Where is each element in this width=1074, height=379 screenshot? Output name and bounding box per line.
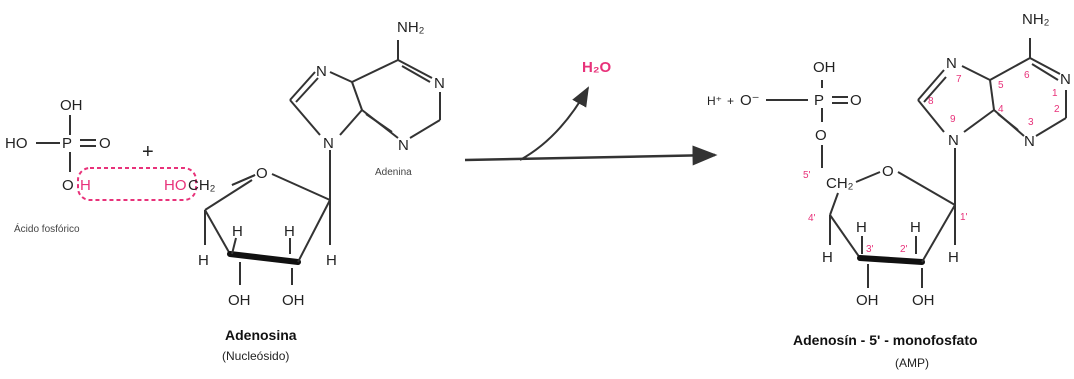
amp-n1: N — [1060, 71, 1071, 88]
adenosine-ch2: CH₂ — [188, 177, 216, 194]
bond-ringo-c1 — [271, 173, 331, 201]
amp-n3: N — [1024, 133, 1035, 150]
amp-oh-c2: OH — [912, 292, 935, 309]
amp-adenine-base: N 9 8 N 7 5 4 6 NH₂ N 1 2 N 3 — [917, 11, 1071, 150]
bond-c3-c2-thick — [227, 251, 301, 265]
adenosine-h-c4: H — [198, 252, 209, 269]
reaction-arrow — [464, 145, 718, 166]
amp-num-2prime: 2' — [900, 244, 908, 255]
adenosine-oh-c3: OH — [228, 292, 251, 309]
plus-sign: + — [142, 141, 154, 163]
adenine-caption: Adenina — [375, 167, 412, 178]
amp-o-right: O — [850, 92, 862, 109]
amp-h-c1: H — [948, 249, 959, 266]
amp-num-4: 4 — [998, 104, 1004, 115]
phosphoric-oh-top: OH — [60, 97, 83, 114]
phosphoric-o-bottom: O — [62, 177, 74, 194]
amp-oh-top: OH — [813, 59, 836, 76]
adenosine-oh-c2: OH — [282, 292, 305, 309]
amp-h-c3: H — [856, 219, 867, 236]
adenine-n1: N — [434, 75, 445, 92]
amp-p: P — [814, 92, 824, 109]
adenosine: HO CH₂ O H H H H OH OH N N — [164, 19, 445, 363]
amp-plus: + — [727, 94, 734, 108]
amp-num-5: 5 — [998, 80, 1004, 91]
amp-h-c4: H — [822, 249, 833, 266]
amp-num-3prime: 3' — [866, 244, 874, 255]
adenosine-h-c3: H — [232, 223, 243, 240]
amp-nh2: NH₂ — [1022, 11, 1050, 28]
amp-subtitle: (AMP) — [895, 356, 929, 370]
amp-o-bottom: O — [815, 127, 827, 144]
amp-title: Adenosín - 5' - monofosfato — [793, 332, 978, 348]
amp-num-9: 9 — [950, 114, 956, 125]
adenine-n7: N — [316, 63, 327, 80]
adenine-base: N N NH₂ N N Adenina — [289, 19, 445, 178]
amp-h-c2: H — [910, 219, 921, 236]
amp-num-1: 1 — [1052, 88, 1058, 99]
phosphoric-o-right: O — [99, 135, 111, 152]
bond-ringo-c4 — [204, 179, 253, 211]
amp-num-7: 7 — [956, 74, 962, 85]
phosphoric-ho-left: HO — [5, 135, 28, 152]
phosphoric-p: P — [62, 135, 72, 152]
amp-n9: N — [948, 132, 959, 149]
amp-hplus: H⁺ — [707, 94, 722, 108]
phosphoric-acid-caption: Ácido fosfórico — [14, 222, 80, 235]
amp-num-1prime: 1' — [960, 212, 968, 223]
water-release-arrow — [519, 86, 589, 161]
reaction-arrow-group: H₂O — [464, 59, 718, 166]
adenosine-subtitle: (Nucleósido) — [222, 349, 289, 363]
adenine-n3: N — [398, 137, 409, 154]
amp-ch2: CH₂ — [826, 175, 854, 192]
bond-c2-c1 — [297, 199, 331, 263]
adenosine-ring-o: O — [256, 165, 268, 182]
amp-num-2: 2 — [1054, 104, 1060, 115]
amp-num-3: 3 — [1028, 117, 1034, 128]
amp-ring-o: O — [882, 163, 894, 180]
water-label: H₂O — [582, 59, 611, 76]
adenosine-h-c1: H — [326, 252, 337, 269]
adenine-n9: N — [323, 135, 334, 152]
adenosine-ho-highlight: HO — [164, 177, 187, 194]
amp: H⁺ + O⁻ P O OH O CH₂ 5' O 4' 3' 2' 1' H … — [707, 11, 1071, 370]
adenine-nh2: NH₂ — [397, 19, 425, 36]
amp-num-4prime: 4' — [808, 213, 816, 224]
phosphoric-h-highlight: H — [80, 177, 91, 194]
amp-o-minus: O⁻ — [740, 92, 760, 109]
adenosine-h-c2: H — [284, 223, 295, 240]
phosphoric-acid: OH HO P O O H Ácido fosfórico + — [5, 97, 154, 235]
amp-oh-c3: OH — [856, 292, 879, 309]
amp-num-5prime: 5' — [803, 170, 811, 181]
amp-n7: N — [946, 55, 957, 72]
bond-c4-c3 — [204, 209, 231, 255]
adenosine-title: Adenosina — [225, 327, 297, 343]
amp-num-6: 6 — [1024, 70, 1030, 81]
amp-num-8: 8 — [928, 96, 934, 107]
